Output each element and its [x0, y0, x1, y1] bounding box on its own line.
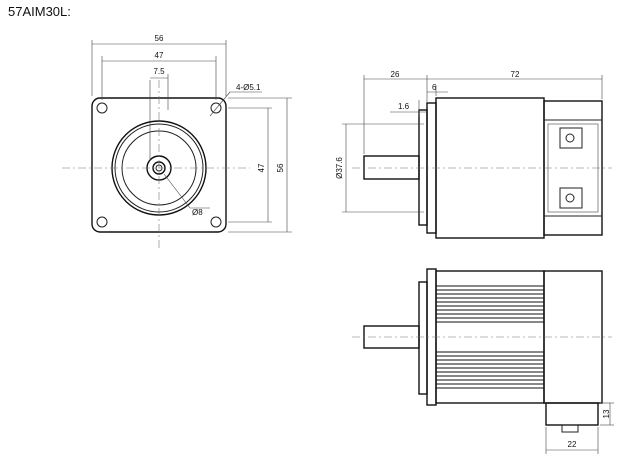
dim-holes-callout: 4-Ø5.1	[236, 83, 261, 92]
dim-connector-height: 13	[602, 409, 611, 418]
side-shaft	[363, 155, 420, 180]
dim-56-right: 56	[276, 163, 285, 172]
cooling-fins	[436, 285, 544, 389]
side-view: 26 72 6 1.6 Ø37.6	[335, 70, 612, 239]
mount-hole-tl	[96, 102, 108, 114]
dim-body-length: 72	[511, 70, 520, 79]
shaft-leader	[163, 173, 191, 209]
side-flange-plate	[418, 109, 428, 226]
dim-pilot-diameter: Ø37.6	[335, 157, 344, 179]
top-connector-tab	[561, 424, 579, 433]
dim-7-5: 7.5	[153, 67, 165, 76]
mount-hole-tr	[210, 102, 222, 114]
dim-connector-width: 22	[568, 440, 577, 449]
dim-flange: 6	[432, 83, 437, 92]
mount-hole-bl	[96, 216, 108, 228]
dim-shaft-diameter: Ø8	[192, 208, 203, 217]
top-flange-plate	[418, 281, 428, 395]
top-connector	[545, 402, 599, 426]
model-title: 57AIM30L:	[8, 4, 71, 19]
dim-47-right: 47	[257, 163, 266, 172]
mount-hole-br	[210, 216, 222, 228]
dim-pilot: 1.6	[398, 102, 410, 111]
front-view: 56 47 7.5 4-Ø5.1 47 56 Ø8	[62, 34, 292, 248]
hole-leader	[209, 91, 231, 117]
dim-shaft-length: 26	[391, 70, 400, 79]
dim-47-top: 47	[155, 51, 164, 60]
top-view: 13 22	[352, 268, 614, 454]
dim-56-top: 56	[155, 34, 164, 43]
